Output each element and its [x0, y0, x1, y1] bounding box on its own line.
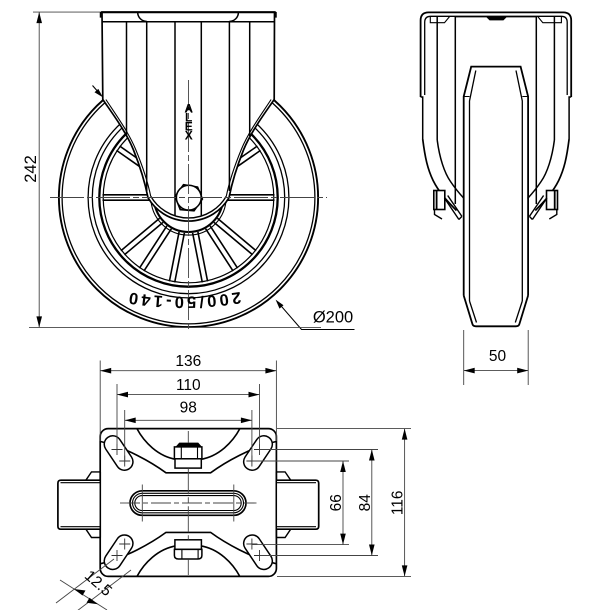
svg-text:E: E — [185, 120, 193, 134]
svg-text:200/50-140: 200/50-140 — [125, 288, 242, 311]
svg-text:Ø200: Ø200 — [313, 309, 353, 327]
svg-text:98: 98 — [180, 400, 197, 417]
svg-text:136: 136 — [175, 353, 201, 370]
svg-text:L: L — [185, 111, 192, 125]
svg-text:116: 116 — [390, 490, 407, 515]
svg-text:66: 66 — [328, 494, 345, 511]
svg-text:242: 242 — [22, 155, 40, 183]
svg-text:X: X — [185, 129, 193, 143]
svg-text:84: 84 — [357, 494, 374, 512]
svg-text:50: 50 — [489, 348, 507, 365]
svg-text:110: 110 — [176, 377, 201, 394]
